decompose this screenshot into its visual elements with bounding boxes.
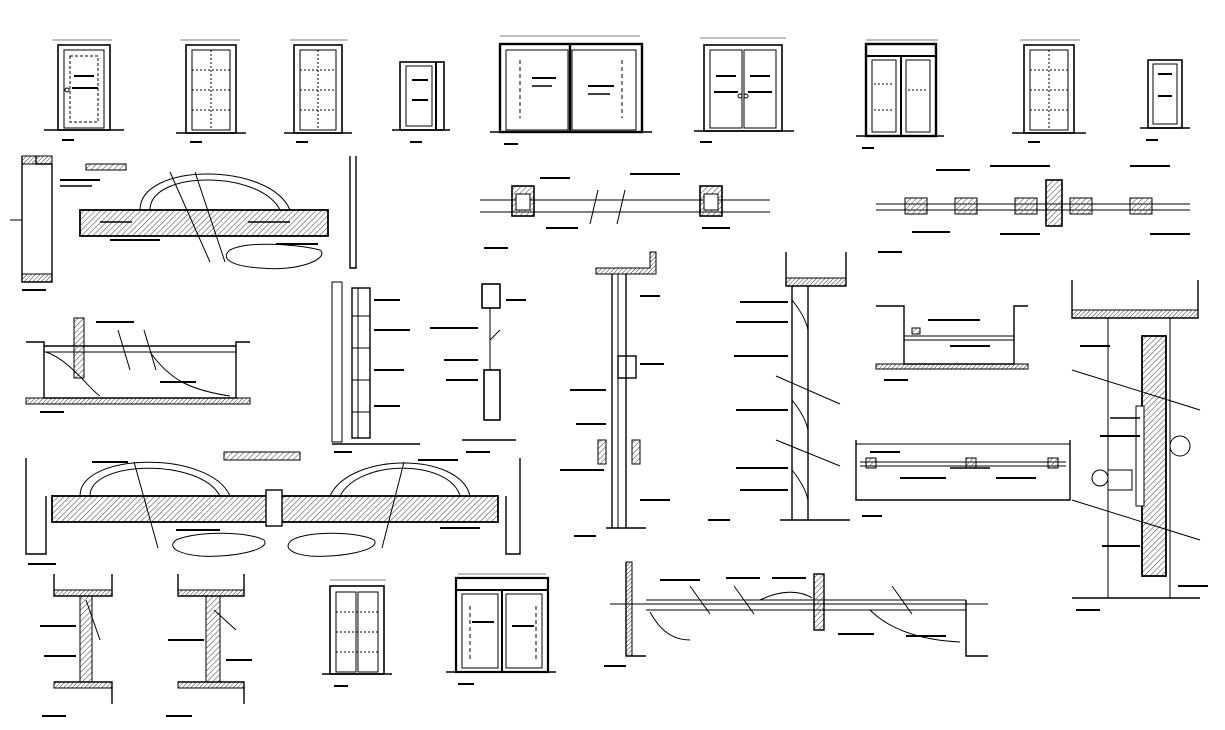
elevation-e8 — [1012, 39, 1086, 143]
section-detail-s3 — [560, 251, 670, 537]
plan-detail-p5 — [855, 440, 1071, 517]
elevation-e9 — [1140, 59, 1190, 141]
elevation-e1 — [44, 39, 124, 141]
elevation-e4 — [392, 61, 450, 143]
elevation-e2 — [176, 39, 246, 143]
elevation-e6 — [694, 37, 794, 143]
elevation-e7 — [856, 39, 944, 149]
plan-detail-p2 — [480, 173, 770, 249]
annotation-leaders — [100, 221, 1140, 469]
plan-detail-p4 — [876, 165, 1190, 253]
section-detail-s7 — [40, 574, 113, 717]
plan-detail-p3 — [25, 451, 521, 565]
plan-detail-p6 — [604, 561, 988, 667]
plan-detail-p1 — [10, 155, 357, 291]
section-detail-s6 — [1071, 280, 1208, 611]
section-detail-s8 — [166, 574, 252, 717]
section-detail-s4 — [708, 252, 850, 521]
section-detail-s2 — [430, 283, 526, 453]
elevation-e10 — [322, 579, 392, 687]
plan-detail-hinge — [25, 317, 251, 413]
elevation-e3 — [284, 39, 352, 143]
elevation-e5 — [490, 35, 652, 145]
section-detail-s1 — [331, 281, 420, 453]
elevation-e11 — [446, 573, 556, 685]
section-detail-s5 — [875, 305, 1029, 381]
